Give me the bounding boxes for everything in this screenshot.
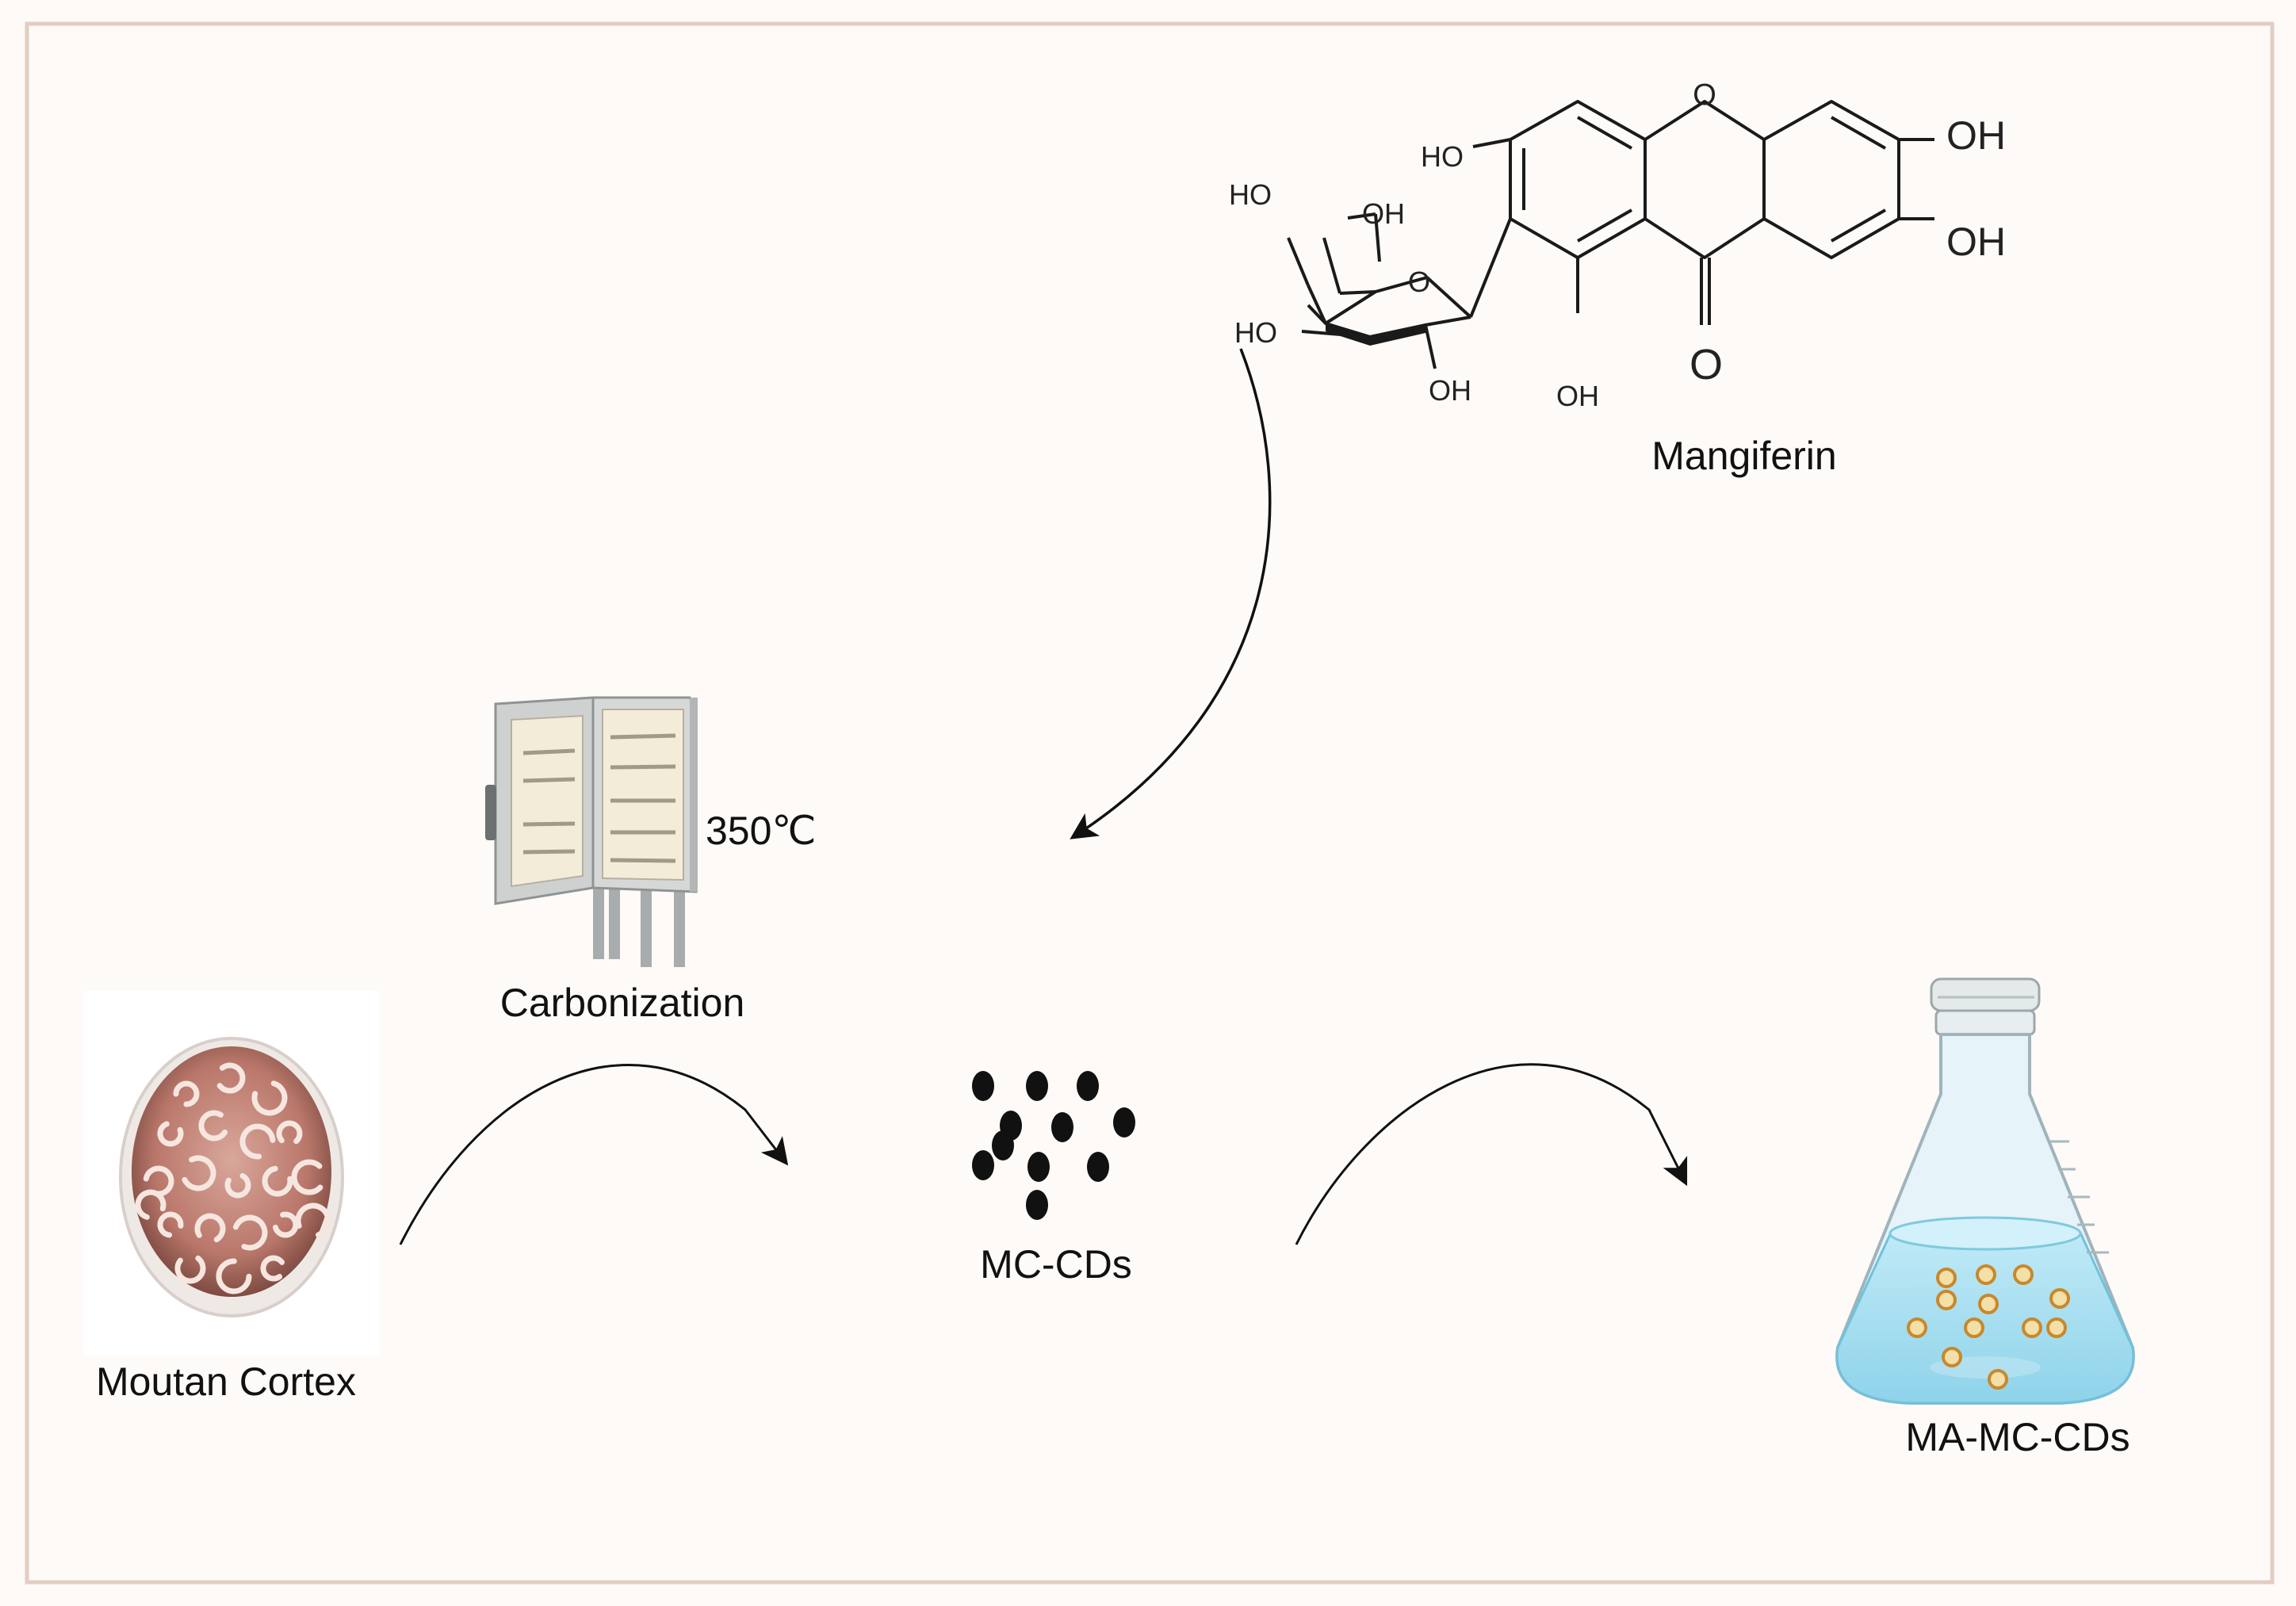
carbon-dot (1026, 1071, 1048, 1101)
erlenmeyer-flask-icon (1835, 977, 2135, 1405)
mccds-to-mamccds-arrow (1295, 1063, 1688, 1245)
cortex-slice (216, 1258, 252, 1294)
cortex-slice (173, 1080, 200, 1107)
mangiferin-structure-icon: O O OH OH HO OH O HO OH HO OH Mangiferin (1229, 78, 2006, 478)
cortex-slice (272, 1211, 299, 1238)
cortex-slice (157, 1211, 184, 1238)
cortex-slice (216, 1062, 246, 1094)
ring-oxygen-label: O (1693, 78, 1716, 112)
carbon-dot (1113, 1107, 1135, 1138)
moutan-cortex-label: Moutan Cortex (96, 1359, 356, 1404)
carbon-dot (992, 1130, 1014, 1161)
temperature-label: 350℃ (706, 809, 817, 853)
mangiferin-carbon-dot-particle (2013, 1264, 2034, 1285)
cortex-slice (262, 1165, 293, 1197)
mangiferin-carbon-dot-particle (1976, 1264, 1996, 1285)
cortex-slice (295, 1203, 331, 1238)
cortex-slice (174, 1255, 206, 1284)
mc-cds-label: MC-CDs (980, 1242, 1132, 1287)
carbonization-group: 350℃ Carbonization (485, 696, 817, 1025)
cortex-slice (182, 1155, 216, 1191)
sugar-ho-left-label: HO (1234, 316, 1277, 349)
carbon-dot (972, 1150, 994, 1180)
carbon-dot (972, 1071, 994, 1101)
ma-mc-cds-group: MA-MC-CDs (1835, 977, 2135, 1459)
cortex-slice (198, 1110, 228, 1141)
mangiferin-carbon-dot-particle (1978, 1294, 1999, 1314)
mangiferin-to-mccds-arrow (1070, 348, 1272, 839)
carbon-dot (1027, 1152, 1050, 1182)
ma-mc-cds-label: MA-MC-CDs (1905, 1415, 2130, 1459)
sugar-oxygen-label: O (1408, 266, 1430, 298)
oh-bottom-label: OH (1556, 380, 1599, 412)
moutan-cortex-group: Moutan Cortex (83, 991, 381, 1404)
cortex-slice (194, 1213, 226, 1243)
mangiferin-carbon-dot-particle (1988, 1369, 2008, 1390)
mangiferin-carbon-dot-particle (1942, 1347, 1962, 1367)
ho-left-label: HO (1421, 140, 1464, 173)
mc-cds-group: MC-CDs (972, 1071, 1135, 1287)
mangiferin-carbon-dot-particle (1936, 1268, 1957, 1288)
sugar-oh-bottom-label: OH (1429, 374, 1471, 407)
figure-frame (25, 21, 2275, 1585)
cortex-slice (260, 1255, 285, 1282)
carbon-dot (1051, 1112, 1073, 1142)
mangiferin-label: Mangiferin (1651, 434, 1836, 478)
carbon-dot (1087, 1152, 1109, 1182)
cortex-slice (135, 1189, 166, 1220)
mangiferin-carbon-dot-particle (1936, 1290, 1957, 1310)
cortex-slice (251, 1080, 288, 1116)
sugar-ho-top-label: HO (1229, 178, 1272, 211)
cortex-slice (143, 1165, 174, 1197)
ketone-oxygen-label: O (1689, 341, 1723, 388)
oh-mid-right-label: OH (1946, 220, 2006, 264)
cortex-slice (232, 1214, 268, 1251)
cortex-slice (157, 1121, 184, 1147)
carbon-dots-icon (972, 1071, 1135, 1220)
cortex-slice (291, 1159, 323, 1195)
mangiferin-carbon-dot-particle (2046, 1317, 2067, 1338)
mangiferin-carbon-dot-particle (1907, 1317, 1927, 1338)
carbonization-label: Carbonization (500, 981, 745, 1025)
mangiferin-carbon-dot-particle (2049, 1288, 2070, 1309)
sugar-oh-top-label: OH (1362, 197, 1405, 230)
oh-top-right-label: OH (1946, 113, 2006, 158)
mangiferin-carbon-dot-particle (2022, 1317, 2042, 1338)
carbon-dot (1077, 1071, 1099, 1101)
cortex-slice (239, 1123, 276, 1160)
moutan-to-mccds-arrow (399, 1064, 789, 1245)
carbon-dot (1026, 1190, 1048, 1220)
muffle-furnace-icon (485, 696, 698, 967)
moutan-cortex-bowl-icon (119, 1037, 344, 1317)
mangiferin-carbon-dot-particle (1964, 1317, 1984, 1338)
cortex-slice (276, 1120, 303, 1145)
cortex-slice (224, 1172, 251, 1199)
